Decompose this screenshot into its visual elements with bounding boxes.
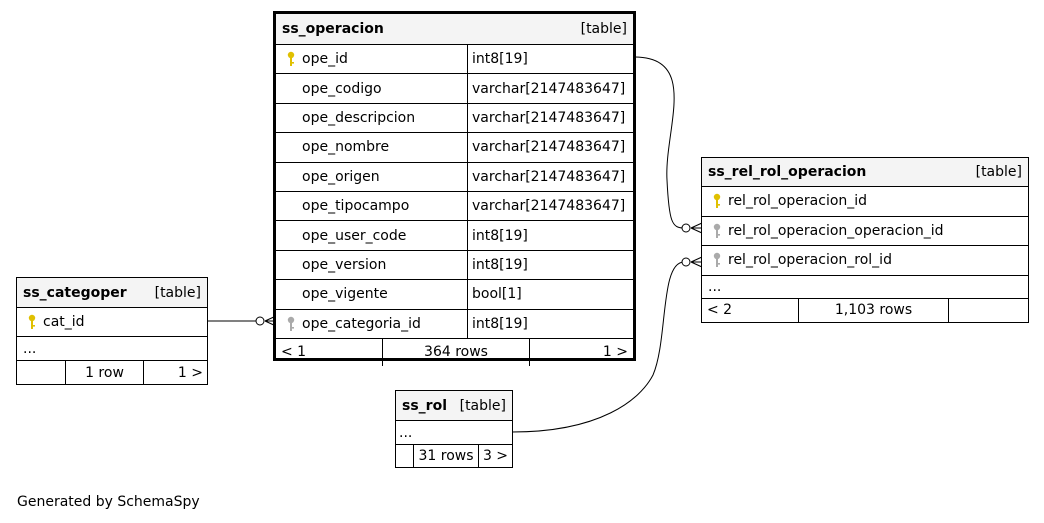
column-type: bool[1] [467,280,633,309]
row-count: 31 rows [414,445,479,467]
column-name: ope_vigente [302,286,388,303]
table-type: [table] [580,21,627,37]
column-row: cat_id [17,308,207,337]
column-row: ope_version int8[19] [276,250,633,281]
row-count: 1,103 rows [799,298,949,322]
row-count: 1 row [66,361,144,384]
column-row: rel_rol_operacion_rol_id [702,246,1028,276]
column-row: ope_categoria_id int8[19] [276,309,633,339]
optional-marker-rol [681,257,691,267]
table-header: ss_rol [table] [396,391,512,421]
column-name: ope_tipocampo [302,198,410,215]
table-header: ss_rel_rol_operacion [table] [702,158,1028,187]
table-footer: 31 rows 3 > [396,445,512,467]
table-type: [table] [459,397,506,414]
table-header: ss_operacion [table] [276,14,633,45]
table-name[interactable]: ss_categoper [23,284,127,301]
table-ss-rel-rol-operacion[interactable]: ss_rel_rol_operacion [table] rel_rol_ope… [701,157,1029,323]
parents-count[interactable]: < 1 [276,338,383,366]
column-row: ope_id int8[19] [276,45,633,75]
column-row: ope_codigo varchar[2147483647] [276,74,633,104]
column-type: varchar[2147483647] [467,103,633,133]
column-name: ope_user_code [302,227,407,244]
table-type: [table] [975,164,1022,180]
optional-marker-categoper [255,316,265,326]
link-rol-relrol [511,261,685,433]
more-columns-ellipsis: ... [702,276,1028,299]
children-count[interactable]: 3 > [482,448,509,464]
parents-count [396,445,414,467]
more-columns-ellipsis: ... [17,337,207,361]
column-name: ope_descripcion [302,109,416,126]
parents-count[interactable]: < 2 [702,298,799,322]
children-count[interactable]: 1 > [602,344,628,361]
parents-count [17,361,66,384]
column-name: rel_rol_operacion_rol_id [728,252,892,269]
column-name: ope_nombre [302,139,390,156]
column-name: ope_id [302,51,348,68]
primary-key-icon [21,314,43,330]
table-type: [table] [154,284,201,301]
table-footer: < 1 364 rows 1 > [276,338,633,366]
column-type: int8[19] [467,309,633,338]
primary-key-icon [706,193,728,209]
column-row: ope_user_code int8[19] [276,221,633,251]
column-name: ope_origen [302,168,380,185]
row-count: 364 rows [383,338,530,366]
table-header: ss_categoper [table] [17,278,207,308]
table-footer: < 2 1,103 rows [702,298,1028,322]
table-ss-rol[interactable]: ss_rol [table] ... 31 rows 3 > [395,390,513,468]
column-row: ope_tipocampo varchar[2147483647] [276,191,633,222]
crowfoot-rol-relrol [690,256,703,268]
foreign-key-icon [280,316,302,332]
table-footer: 1 row 1 > [17,361,207,384]
table-name[interactable]: ss_operacion [282,21,384,37]
column-row: rel_rol_operacion_operacion_id [702,217,1028,247]
column-type: varchar[2147483647] [467,162,633,191]
column-type: int8[19] [467,45,633,74]
column-type: int8[19] [467,250,633,280]
foreign-key-icon [706,223,728,239]
column-name: cat_id [43,314,85,330]
optional-marker-operacion [681,223,691,233]
generated-by-note: Generated by SchemaSpy [17,494,200,510]
table-name[interactable]: ss_rol [402,397,447,414]
column-row: rel_rol_operacion_id [702,187,1028,217]
children-count[interactable]: 1 > [177,364,203,381]
column-name: ope_codigo [302,80,382,97]
crowfoot-operacion-relrol [690,222,703,234]
column-name: ope_version [302,256,387,273]
children-count [949,299,1028,322]
column-row: ope_nombre varchar[2147483647] [276,133,633,163]
column-row: ope_origen varchar[2147483647] [276,162,633,192]
link-operacion-relrol [633,56,685,229]
table-name[interactable]: ss_rel_rol_operacion [708,164,867,180]
column-type: varchar[2147483647] [467,133,633,162]
column-type: varchar[2147483647] [467,191,633,221]
column-name: rel_rol_operacion_operacion_id [728,222,944,239]
column-row: ope_vigente bool[1] [276,280,633,310]
column-name: rel_rol_operacion_id [728,193,868,210]
foreign-key-icon [706,252,728,268]
column-name: ope_categoria_id [302,315,421,332]
table-ss-categoper[interactable]: ss_categoper [table] cat_id ... 1 row 1 … [16,277,208,385]
column-type: int8[19] [467,221,633,250]
column-row: ope_descripcion varchar[2147483647] [276,103,633,134]
more-columns-ellipsis: ... [396,421,512,445]
column-type: varchar[2147483647] [467,74,633,103]
primary-key-icon [280,51,302,67]
